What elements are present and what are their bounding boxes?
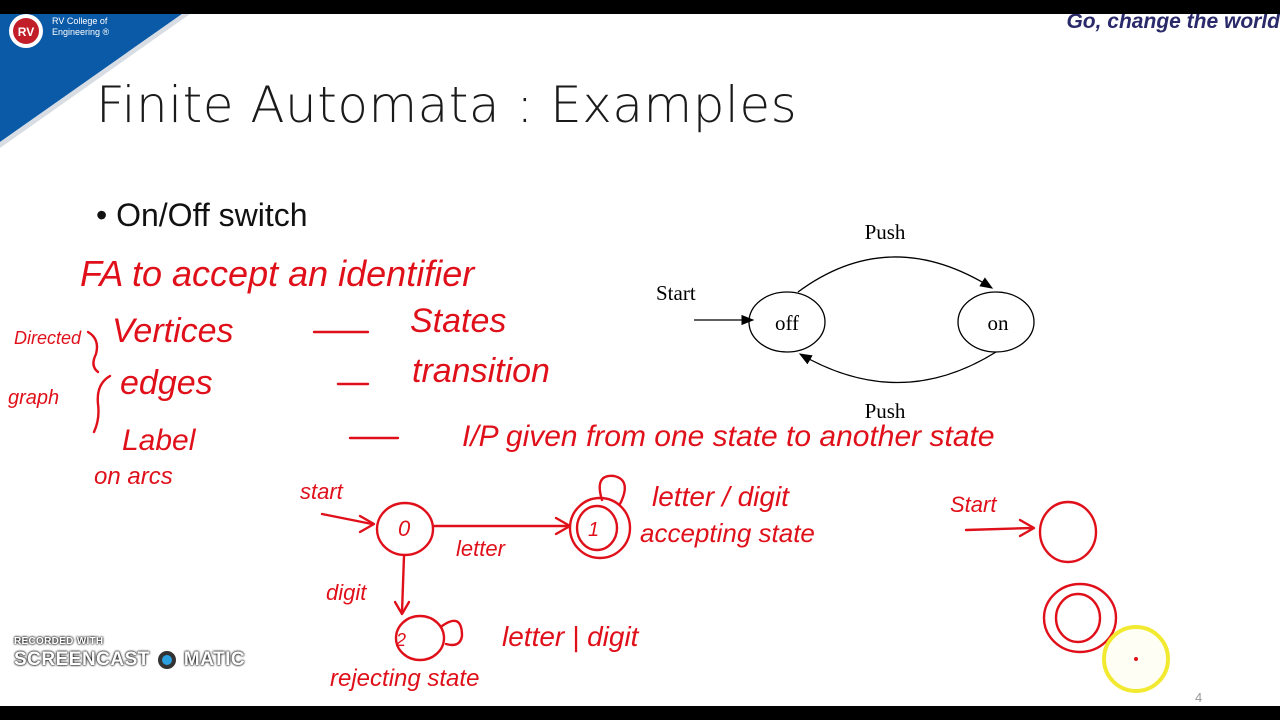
edge-label-bottom: Push [865, 399, 906, 423]
tagline: Go, change the world [1066, 14, 1280, 33]
hw-loop2-label: letter | digit [502, 621, 640, 652]
corner-banner: RV [0, 14, 190, 148]
edge-label-top: Push [865, 220, 906, 244]
hw-label: Label [122, 424, 197, 457]
switch-diagram: Push Start off on Push [656, 220, 1035, 423]
hw-state-2-label: 2 [395, 630, 406, 650]
hw-edge-letter-label: letter [456, 536, 507, 561]
hw-vertices: Vertices [112, 312, 234, 350]
hw-accepting: accepting state [640, 518, 815, 548]
slide: RV RV College of Engineering ® Go, chang… [0, 14, 1280, 706]
hw-state-0-label: 0 [398, 516, 411, 541]
hw-legend-final-inner [1054, 592, 1102, 644]
hw-directed: Directed [14, 328, 82, 348]
hw-start: start [300, 479, 344, 504]
handwritten-notes: FA to accept an identifier Directed grap… [8, 253, 1170, 693]
hw-states: States [410, 302, 506, 340]
hw-heading: FA to accept an identifier [80, 253, 476, 294]
hw-rejecting: rejecting state [330, 665, 479, 692]
brand-left: SCREENCAST [14, 649, 150, 670]
hw-legend-final-outer [1042, 582, 1118, 654]
college-name: RV College of Engineering ® [52, 16, 110, 37]
start-label: Start [656, 281, 696, 305]
hw-ip-given: I/P given from one state to another stat… [462, 420, 995, 453]
hw-state-1-outer [568, 496, 632, 560]
slide-title: Finite Automata : Examples [96, 76, 798, 134]
hw-state-1-label: 1 [588, 519, 599, 541]
cursor-dot [1134, 657, 1138, 661]
hw-state-1-inner [575, 504, 619, 552]
hw-loop1-label: letter / digit [652, 481, 790, 512]
screencast-logo-icon [153, 647, 180, 673]
logo-text: RV [18, 25, 34, 39]
recorded-with-text: RECORDED WITH [14, 636, 104, 647]
bullet-item: • On/Off switch [96, 197, 308, 233]
hw-graph: graph [8, 387, 59, 409]
hw-loop-1 [598, 474, 626, 506]
bullet-text: On/Off switch [116, 197, 308, 233]
edge-on-off [798, 351, 997, 384]
hw-on-arcs: on arcs [94, 463, 173, 490]
hw-state-0 [375, 501, 435, 557]
edge-off-on [797, 256, 994, 293]
state-off [748, 291, 826, 353]
brand-right: MATIC [183, 649, 246, 670]
hw-state-2 [394, 614, 446, 662]
page-number: 4 [1195, 690, 1203, 705]
state-off-label: off [775, 311, 799, 335]
hw-start-arrow [320, 512, 374, 526]
hw-edge-digit-label: digit [326, 580, 367, 605]
hw-edge-digit [400, 554, 406, 614]
screencast-watermark: RECORDED WITH SCREENCAST MATIC [14, 636, 245, 673]
hw-legend-arrow [964, 526, 1034, 532]
state-on-label: on [988, 311, 1010, 335]
hw-brace-1 [86, 330, 100, 374]
hw-transition: transition [412, 352, 550, 390]
hw-loop-2 [440, 619, 464, 647]
hw-legend-start: Start [950, 492, 997, 517]
hw-edges: edges [120, 364, 213, 402]
hw-brace-2 [92, 374, 112, 434]
hw-legend-state [1038, 500, 1098, 564]
